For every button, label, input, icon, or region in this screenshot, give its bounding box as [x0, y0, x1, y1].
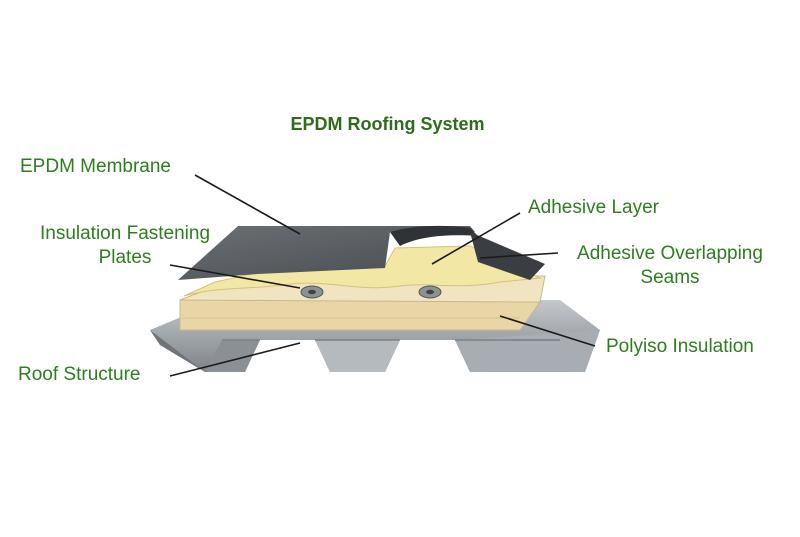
label-polyiso-insulation: Polyiso Insulation [606, 336, 754, 357]
fastening-plate-2 [418, 285, 442, 299]
label-adhesive-seams: Adhesive Overlapping Seams [558, 242, 782, 290]
leader-membrane [194, 174, 301, 235]
leader-fastening [169, 264, 301, 289]
label-fastening-line1: Insulation Fastening [39, 223, 211, 244]
label-fastening-plates: Insulation Fastening Plates [22, 222, 228, 270]
leader-adhesive [431, 212, 521, 265]
label-adhesive-layer: Adhesive Layer [528, 197, 659, 218]
leader-polyiso [499, 315, 596, 347]
label-seams-line2: Seams [640, 267, 700, 288]
label-fastening-line2: Plates [98, 247, 152, 268]
leader-lines [169, 174, 596, 377]
fastening-plate-1 [300, 285, 324, 299]
label-seams-line1: Adhesive Overlapping [577, 243, 763, 264]
polyiso-board [179, 275, 546, 331]
leader-roof-structure [169, 342, 301, 377]
diagram-title: EPDM Roofing System [290, 114, 485, 134]
leader-seams [479, 252, 559, 259]
label-epdm-membrane: EPDM Membrane [20, 156, 171, 177]
label-roof-structure: Roof Structure [18, 364, 141, 385]
